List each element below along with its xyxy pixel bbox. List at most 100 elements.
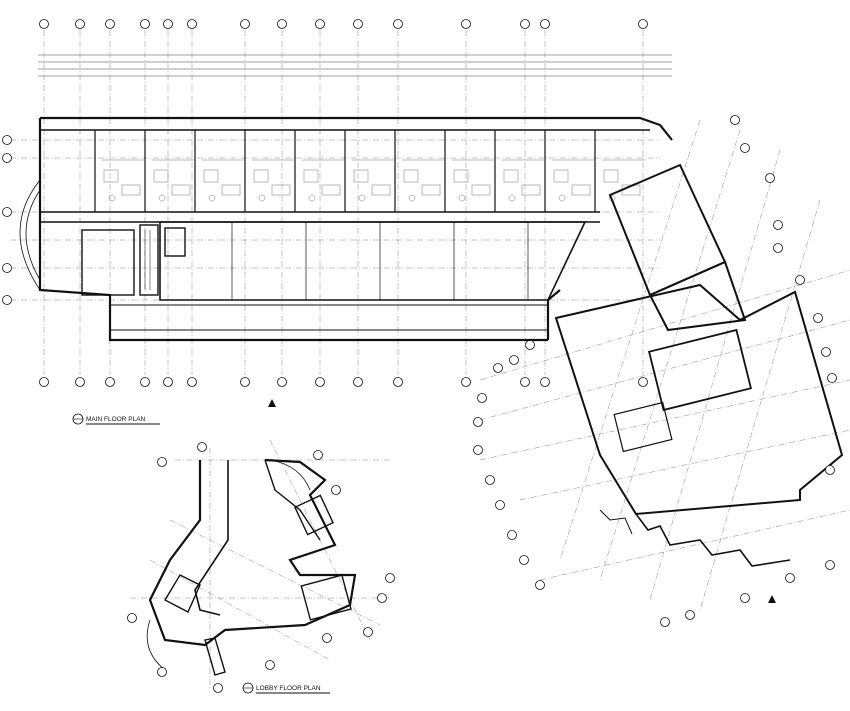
main-plan-title: MAIN FLOOR PLAN — [72, 413, 160, 425]
grid-bubble-icon — [105, 377, 115, 387]
fixture — [308, 194, 316, 202]
grid-bubble-icon — [213, 683, 223, 693]
grid-bubble-icon — [493, 363, 503, 373]
fixture — [303, 169, 319, 183]
grid-bubble-icon — [773, 243, 783, 253]
fixture — [508, 194, 516, 202]
fixture — [503, 169, 519, 183]
grid-bubble-icon — [535, 580, 545, 590]
grid-bubble-icon — [660, 617, 670, 627]
grid-bubble-icon — [495, 500, 505, 510]
central-hall — [159, 221, 587, 301]
grid-bubble-icon — [240, 19, 250, 29]
grid-bubble-icon — [740, 143, 750, 153]
fixture — [603, 169, 619, 183]
fixture — [171, 184, 191, 196]
grid-bubble-icon — [477, 393, 487, 403]
unit-dividers — [94, 130, 596, 212]
grid-bubble-icon — [773, 220, 783, 230]
fixture — [371, 184, 391, 196]
fixture — [458, 194, 466, 202]
grid-bubble-icon — [75, 19, 85, 29]
grid-bubble-icon — [363, 627, 373, 637]
grid-bubble-icon — [638, 19, 648, 29]
grid-bubble-icon — [638, 377, 648, 387]
grid-bubble-icon — [140, 377, 150, 387]
grid-bubble-icon — [813, 313, 823, 323]
lower-strip — [110, 304, 548, 331]
main-plan-title-text: MAIN FLOOR PLAN — [86, 416, 146, 423]
fixture — [208, 194, 216, 202]
fixture — [403, 169, 419, 183]
grid-bubble-icon — [140, 19, 150, 29]
lobby-floor-plan — [130, 439, 390, 690]
grid-bubble-icon — [825, 560, 835, 570]
grid-bubble-icon — [473, 445, 483, 455]
lobby-curves — [146, 459, 311, 671]
fixture — [108, 194, 116, 202]
top-dimension-strings — [38, 54, 672, 77]
fixture — [121, 184, 141, 196]
fixture — [558, 194, 566, 202]
east-wing-grid — [479, 119, 850, 611]
grid-bubble-icon — [2, 295, 12, 305]
grid-bubble-icon — [277, 377, 287, 387]
grid-bubble-icon — [509, 355, 519, 365]
grid-bubbles — [2, 19, 837, 693]
grid-bubble-icon — [827, 373, 837, 383]
grid-bubble-icon — [353, 377, 363, 387]
grid-bubble-icon — [39, 19, 49, 29]
fixture — [571, 184, 591, 196]
fixture — [253, 169, 269, 183]
fixture — [158, 194, 166, 202]
east-wing — [479, 119, 850, 611]
grid-bubble-icon — [377, 593, 387, 603]
grid-bubble-icon — [163, 19, 173, 29]
grid-bubble-icon — [157, 667, 167, 677]
unit-fixtures — [102, 159, 645, 202]
fixture — [258, 194, 266, 202]
grid-bubble-icon — [313, 450, 323, 460]
grid-bubble-icon — [265, 660, 275, 670]
grid-bubble-icon — [315, 377, 325, 387]
grid-bubble-icon — [730, 115, 740, 125]
lobby-plan-title: LOBBY FLOOR PLAN — [242, 682, 330, 694]
fixture — [271, 184, 291, 196]
left-core — [81, 224, 186, 296]
fixture — [221, 184, 241, 196]
grid-bubble-icon — [163, 377, 173, 387]
grid-bubble-icon — [740, 593, 750, 603]
grid-bubble-icon — [322, 633, 332, 643]
fixture — [358, 194, 366, 202]
grid-bubble-icon — [277, 19, 287, 29]
grid-bubble-icon — [2, 153, 12, 163]
lobby-plan-title-text: LOBBY FLOOR PLAN — [256, 685, 321, 692]
grid-bubble-icon — [331, 485, 341, 495]
grid-bubble-icon — [461, 19, 471, 29]
fixture — [203, 169, 219, 183]
grid-bubble-icon — [187, 19, 197, 29]
fixture — [103, 169, 119, 183]
grid-bubble-icon — [2, 135, 12, 145]
fixture — [353, 169, 369, 183]
grid-bubble-icon — [519, 555, 529, 565]
grid-bubble-icon — [105, 19, 115, 29]
lobby-core — [164, 494, 352, 676]
grid-bubble-icon — [795, 275, 805, 285]
grid-bubble-icon — [821, 347, 831, 357]
grid-bubble-icon — [507, 530, 517, 540]
grid-bubble-icon — [473, 417, 483, 427]
grid-bubble-icon — [485, 475, 495, 485]
grid-bubble-icon — [75, 377, 85, 387]
grid-bubble-icon — [785, 573, 795, 583]
east-serrated-edge — [599, 509, 791, 567]
north-arrow-icon — [268, 399, 276, 407]
grid-bubble-icon — [525, 340, 535, 350]
grid-bubble-icon — [127, 613, 137, 623]
grid-bubble-icon — [157, 457, 167, 467]
grid-bubble-icon — [393, 377, 403, 387]
grid-bubble-icon — [685, 610, 695, 620]
grid-bubble-icon — [39, 377, 49, 387]
fixture — [453, 169, 469, 183]
